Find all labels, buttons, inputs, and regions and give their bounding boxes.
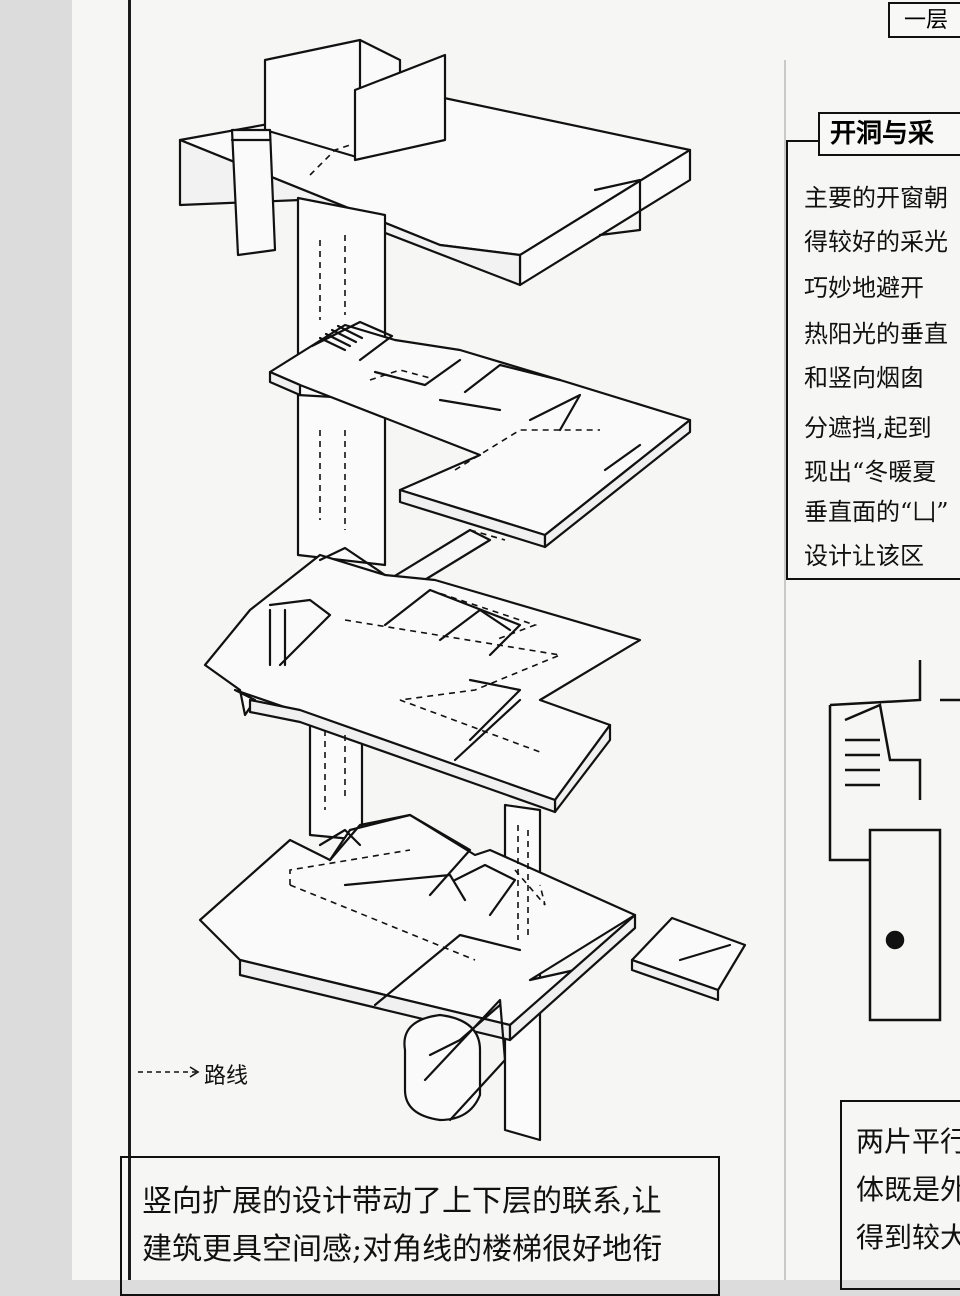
text-line: 和竖向烟囱 (804, 364, 924, 392)
roof-level (178, 38, 692, 287)
ground-floor-level (198, 813, 637, 1122)
detached-slab (630, 916, 747, 1002)
text-line: 建筑更具空间感;对角线的楼梯很好地衔 (142, 1232, 663, 1267)
route-legend: 路线 (136, 1058, 248, 1090)
text-line: 巧妙地避开 (804, 274, 924, 302)
right-column-border (784, 60, 786, 1280)
circulation-paths (289, 144, 600, 961)
text-line: 体既是外 (856, 1173, 960, 1206)
text-line: 设计让该区 (804, 542, 924, 570)
text-line: 垂直面的“凵” (804, 498, 949, 526)
daylight-text-box: 主要的开窗朝 得较好的采光 巧妙地避开 热阳光的垂直 和竖向烟囱 分遮挡,起到 … (786, 140, 960, 580)
floor-plan-fragment (828, 660, 960, 1022)
text-line: 竖向扩展的设计带动了上下层的联系,让 (142, 1184, 662, 1219)
vertical-extension-text-box: 竖向扩展的设计带动了上下层的联系,让 建筑更具空间感;对角线的楼梯很好地衔 (120, 1156, 720, 1296)
left-border-line (128, 0, 131, 1280)
floor-tag: 一层 (888, 2, 960, 38)
text-line: 热阳光的垂直 (804, 320, 948, 348)
text-line: 主要的开窗朝 (804, 184, 948, 212)
legend-arrow (138, 1066, 200, 1078)
text-line: 分遮挡,起到 (804, 414, 932, 442)
route-legend-label: 路线 (204, 1064, 249, 1089)
text-line: 得较好的采光 (804, 228, 948, 256)
daylight-section-title: 开洞与采 (818, 112, 960, 156)
first-floor-level (203, 546, 642, 814)
text-line: 得到较大 (856, 1221, 960, 1254)
text-line: 两片平行 (856, 1125, 960, 1158)
text-line: 现出“冬暖夏 (804, 458, 937, 486)
parallel-walls-text-box: 两片平行 体既是外 得到较大 (840, 1100, 960, 1290)
